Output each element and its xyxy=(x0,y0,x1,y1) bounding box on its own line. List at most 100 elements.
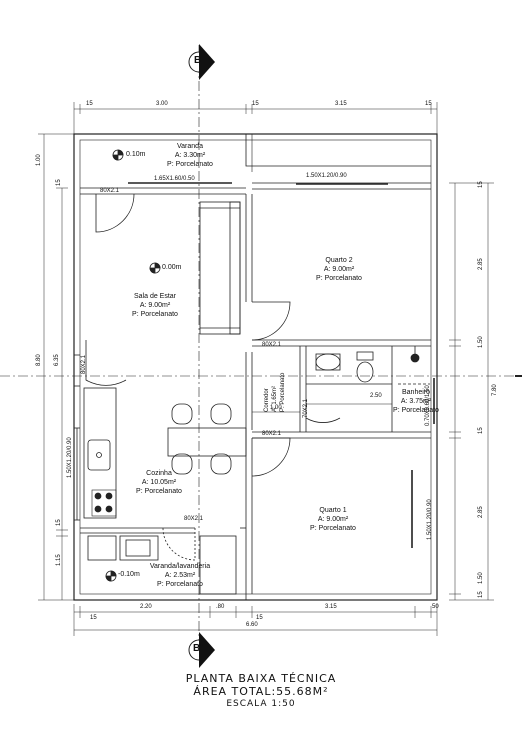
room-name: Banheiro xyxy=(401,389,431,396)
level-sala: 0.00m xyxy=(162,264,182,271)
level-varanda: 0.10m xyxy=(126,151,146,158)
plan-scale: ESCALA 1:50 xyxy=(226,699,296,709)
fridge xyxy=(199,535,237,595)
room-floor: P: Porcelanato xyxy=(157,581,203,588)
door-wc-label: 70X2.1 xyxy=(302,399,311,418)
dim-inner-100: 1.00 xyxy=(270,405,282,411)
plan-title: PLANTA BAIXA TÉCNICA xyxy=(185,672,337,685)
door-left-text: 80X2.1 xyxy=(81,354,87,374)
section-marker-bottom xyxy=(188,632,215,668)
opening-win-varanda: 1.65X1.60/0.50 xyxy=(154,176,195,182)
door-left-swing xyxy=(85,340,127,386)
opening-win-q1: 1.50X1.20/0.90 xyxy=(426,499,435,540)
door-q1-label: 80X2.1 xyxy=(262,431,282,437)
win-cozinha-text: 1.50X1.20/0.90 xyxy=(67,437,73,478)
plan-total-area: ÁREA TOTAL:55.68M² xyxy=(193,685,329,698)
dim-right-285b: 2.85 xyxy=(478,506,484,518)
room-lavanderia: Varanda/lavanderia A: 2.53m² P: Porcelan… xyxy=(140,562,220,589)
door-lav-label: 80X2.1 xyxy=(184,516,204,522)
dim-right-15b: 15 xyxy=(478,427,484,434)
room-area: A: 10.05m² xyxy=(141,479,177,486)
room-quarto2: Quarto 2 A: 9.00m² P: Porcelanato xyxy=(306,256,372,283)
dim-top-15a: 15 xyxy=(86,101,93,107)
dim-right-150a: 1.50 xyxy=(478,336,484,348)
opening-win-cozinha: 1.50X1.20/0.90 xyxy=(66,437,75,478)
dim-left-635: 6.35 xyxy=(54,354,60,366)
door-entry-swing xyxy=(95,193,135,233)
dim-inner-250: 2.50 xyxy=(370,393,382,399)
dim-top-15c: 15 xyxy=(425,101,432,107)
room-name: Varanda/lavanderia xyxy=(149,563,211,570)
section-marker-top xyxy=(188,44,215,80)
room-area: A: 3.30m² xyxy=(174,152,206,159)
section-label-bottom: B' xyxy=(193,643,203,654)
opening-win-wc: 0.70X0.60/1.50 xyxy=(424,385,433,426)
dim-right-15a: 15 xyxy=(478,181,484,188)
door-q2-swing xyxy=(251,301,291,341)
dim-right-15c: 15 xyxy=(478,591,484,598)
toilet xyxy=(356,361,374,383)
room-banheiro: Banheiro A: 3.75m² P: Porcelanato xyxy=(392,388,440,415)
dim-top-15b: 15 xyxy=(252,101,259,107)
dim-bot-15b: 15 xyxy=(256,615,263,621)
sofa xyxy=(199,201,241,335)
dim-left-15a: 15 xyxy=(56,179,62,186)
level-lavanderia: -0.10m xyxy=(118,571,140,578)
room-floor: P: Porcelanato xyxy=(136,488,182,495)
room-area: A: 2.53m² xyxy=(164,572,196,579)
kitchen-counter xyxy=(83,387,117,519)
level-marker-lavanderia xyxy=(105,570,117,582)
outer-wall xyxy=(73,133,438,601)
room-name: Quarto 2 xyxy=(325,257,353,264)
dim-left-100: 1.00 xyxy=(36,154,42,166)
room-name: Cozinha xyxy=(146,470,172,477)
level-marker-sala xyxy=(149,262,161,274)
dim-top-315: 3.15 xyxy=(335,101,347,107)
room-floor: P: Porcelanato xyxy=(310,525,356,532)
door-left-label: 80X2.1 xyxy=(80,355,89,374)
dim-bot-15a: 15 xyxy=(90,615,97,621)
room-floor: P: Porcelanato xyxy=(393,407,439,414)
room-floor: P: Porcelanato xyxy=(316,275,362,282)
door-entry-label: 80X2.1 xyxy=(100,188,120,194)
room-sala: Sala de Estar A: 9.00m² P: Porcelanato xyxy=(122,292,188,319)
door-lav-swing xyxy=(162,527,196,561)
door-wc-text: 70X2.1 xyxy=(303,398,309,418)
kitchen-sink xyxy=(87,439,111,471)
outer-wall-inner xyxy=(79,139,432,595)
dim-bot-50: 50 xyxy=(432,604,439,610)
dim-right-285a: 2.85 xyxy=(478,258,484,270)
laundry-tank xyxy=(119,535,159,561)
room-name: Sala de Estar xyxy=(133,293,177,300)
room-cozinha: Cozinha A: 10.05m² P: Porcelanato xyxy=(126,469,192,496)
room-name: Varanda xyxy=(177,143,203,150)
room-quarto1: Quarto 1 A: 9.00m² P: Porcelanato xyxy=(300,506,366,533)
dim-top-300: 3.00 xyxy=(156,101,168,107)
room-name: Quarto 1 xyxy=(319,507,347,514)
level-marker-varanda xyxy=(112,149,124,161)
stove xyxy=(91,489,117,517)
door-wc-swing xyxy=(305,384,341,423)
dim-right-780: 7.80 xyxy=(492,384,498,396)
dining-table xyxy=(167,427,247,457)
room-area: A: 9.00m² xyxy=(139,302,171,309)
shower xyxy=(410,353,420,363)
room-area: A: 9.00m² xyxy=(317,516,349,523)
room-floor: P: Porcelanato xyxy=(132,311,178,318)
room-area: A: 3.75m² xyxy=(400,398,432,405)
section-label-top: B xyxy=(194,55,202,66)
opening-win-q2: 1.50X1.20/0.90 xyxy=(306,173,347,179)
dim-bot-315: 3.15 xyxy=(325,604,337,610)
dim-left-115: 1.15 xyxy=(56,554,62,566)
door-q2-label: 80X2.1 xyxy=(262,342,282,348)
room-varanda: Varanda A: 3.30m² P: Porcelanato xyxy=(160,142,220,169)
washing-machine xyxy=(87,535,117,561)
dim-bot-80: .80 xyxy=(216,604,225,610)
win-q1-text: 1.50X1.20/0.90 xyxy=(427,499,433,540)
room-area: A: 9.00m² xyxy=(323,266,355,273)
win-wc-text: 0.70X0.60/1.50 xyxy=(425,385,431,426)
dim-bot-220: 2.20 xyxy=(140,604,152,610)
bathroom-sink xyxy=(315,353,341,371)
dim-total-660: 6.60 xyxy=(246,622,258,628)
